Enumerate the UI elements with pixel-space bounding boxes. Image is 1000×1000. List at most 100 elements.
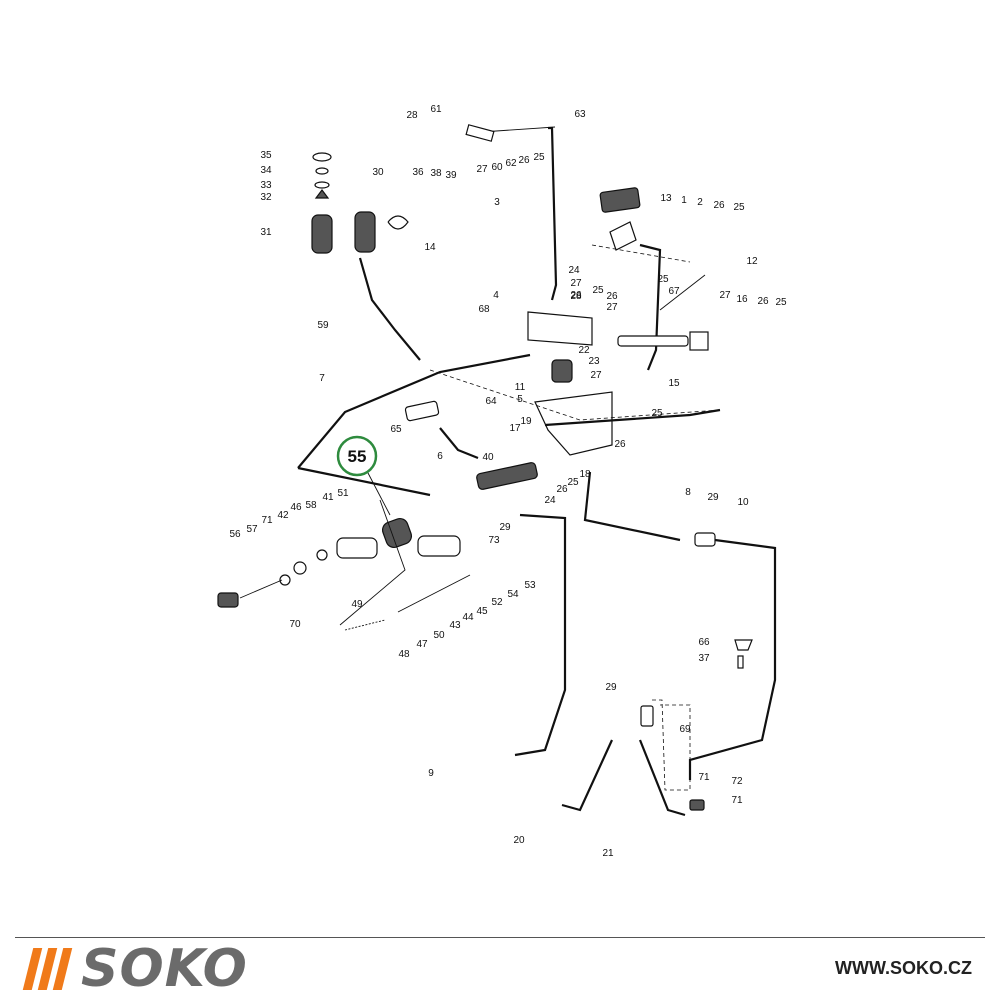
hose-sleeve-29 [640,705,654,727]
callout-27: 27 [476,164,488,175]
fitting-ring [293,561,307,575]
callout-58: 58 [305,500,317,511]
piston-seal [316,549,328,561]
callout-46: 46 [290,502,302,513]
callout-21: 21 [602,848,614,859]
callout-1: 1 [681,195,687,206]
website-link[interactable]: WWW.SOKO.CZ [835,958,972,978]
hydraulic-line-7 [297,353,531,469]
callout-34: 34 [260,165,272,176]
pedal-plate [609,221,637,251]
callout-26: 26 [570,290,582,301]
callout-27: 27 [606,302,618,313]
callout-26: 26 [518,155,530,166]
callout-25: 25 [567,477,579,488]
push-spring [344,619,386,631]
hydraulic-line-8 [583,471,681,542]
callout-25: 25 [592,285,604,296]
clip [734,639,753,651]
callout-56: 56 [229,529,241,540]
callout-26: 26 [556,484,568,495]
pedal-shaft [617,335,689,347]
dust-boot-55 [381,517,413,549]
callout-24: 24 [568,265,580,276]
callout-27: 27 [719,290,731,301]
callout-8: 8 [685,487,691,498]
callout-26: 26 [614,439,626,450]
callout-37: 37 [698,653,710,664]
callout-42: 42 [277,510,289,521]
callout-27: 27 [590,370,602,381]
footer-divider [15,937,985,938]
hydraulic-line-10 [688,538,777,780]
callout-59: 59 [317,320,329,331]
callout-10: 10 [737,497,749,508]
piston-rod [397,574,471,613]
pedal-axis [591,244,691,263]
fitting [689,799,705,811]
cylinder-housing [417,535,461,557]
callout-48: 48 [398,649,410,660]
callout-32: 32 [260,192,272,203]
callout-19: 19 [520,416,532,427]
callout-11: 11 [515,382,526,393]
callout-26: 26 [606,291,618,302]
callout-41: 41 [322,492,334,503]
callout-72: 72 [731,776,743,787]
callout-68: 68 [478,304,490,315]
reservoir-cap [312,152,332,162]
highlight-circle [336,435,378,477]
filter [314,189,330,199]
callout-5: 5 [517,394,523,405]
callout-31: 31 [260,227,272,238]
hydraulic-line-9 [514,513,567,757]
detail-bracket [652,699,691,791]
callout-52: 52 [491,597,503,608]
callout-25: 25 [651,408,663,419]
callout-29: 29 [707,492,719,503]
callout-45: 45 [476,606,488,617]
callout-73: 73 [488,535,500,546]
callout-15: 15 [668,378,680,389]
callout-29: 29 [499,522,511,533]
routing-dash [429,369,721,421]
callout-7: 7 [319,373,325,384]
callout-20: 20 [513,835,525,846]
callout-38: 38 [430,168,442,179]
callout-71: 71 [698,772,710,783]
callout-62: 62 [505,158,517,169]
callout-44: 44 [462,612,474,623]
callout-17: 17 [509,423,521,434]
assembly-outline [339,499,406,626]
callout-12: 12 [746,256,758,267]
callout-13: 13 [660,193,672,204]
callout-3: 3 [494,197,500,208]
callout-66: 66 [698,637,710,648]
reservoir-body [311,214,333,254]
shaft-bracket [689,331,709,351]
callout-18: 18 [579,469,591,480]
highlight-leader [367,472,391,516]
callout-25: 25 [775,297,787,308]
callout-65: 65 [390,424,402,435]
callout-64: 64 [485,396,497,407]
bleed-valve [217,592,239,608]
callout-23: 23 [588,356,600,367]
master-cylinder [476,462,538,490]
hydraulic-line-upper [544,408,721,427]
callout-28: 28 [570,291,582,302]
slave-cylinder-small [404,400,440,422]
callout-27: 27 [570,278,582,289]
pedal-arm [639,243,662,371]
callout-69: 69 [679,724,691,735]
bolt [737,655,744,669]
bleed-line [239,579,283,599]
hydraulic-line-21 [638,739,686,817]
hydraulic-line-7b [297,466,431,497]
callout-60: 60 [491,162,503,173]
callout-36: 36 [412,167,424,178]
callout-61: 61 [430,104,442,115]
callout-35: 35 [260,150,272,161]
